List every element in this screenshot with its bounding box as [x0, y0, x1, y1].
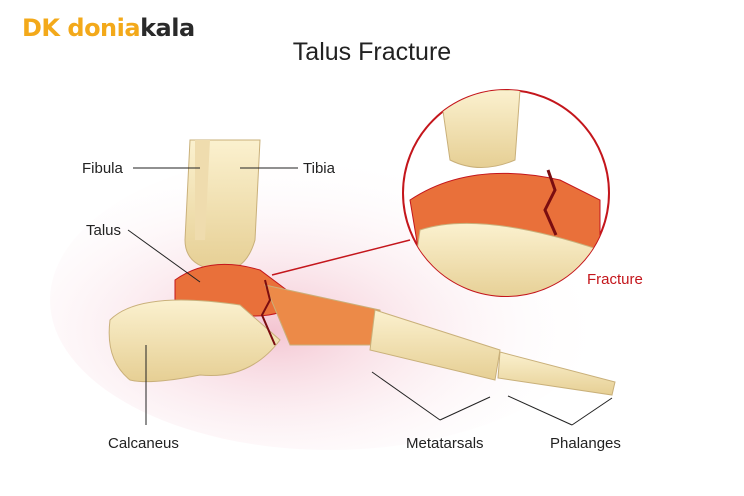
zoom-detail — [409, 90, 601, 296]
label-metatarsals: Metatarsals — [406, 435, 484, 452]
leader-lines — [127, 167, 613, 426]
label-calcaneus: Calcaneus — [108, 435, 179, 452]
logo-mark: DK — [22, 14, 60, 42]
label-fibula: Fibula — [82, 160, 123, 177]
label-tibia: Tibia — [303, 160, 335, 177]
fracture-line — [260, 279, 276, 346]
fibula-bone — [195, 140, 210, 240]
metatarsal-bones — [369, 309, 501, 381]
logo-text-1: donia — [67, 14, 141, 42]
label-talus: Talus — [86, 222, 122, 239]
phalanx-bones — [497, 351, 616, 396]
logo-text-2: kala — [140, 14, 195, 42]
label-phalanges: Phalanges — [550, 435, 621, 452]
calcaneus-bone — [108, 299, 281, 383]
logo: DK doniakala — [22, 14, 195, 42]
label-fracture: Fracture — [587, 271, 643, 288]
pointer-line — [271, 239, 411, 276]
page-title: Talus Fracture — [292, 38, 452, 66]
